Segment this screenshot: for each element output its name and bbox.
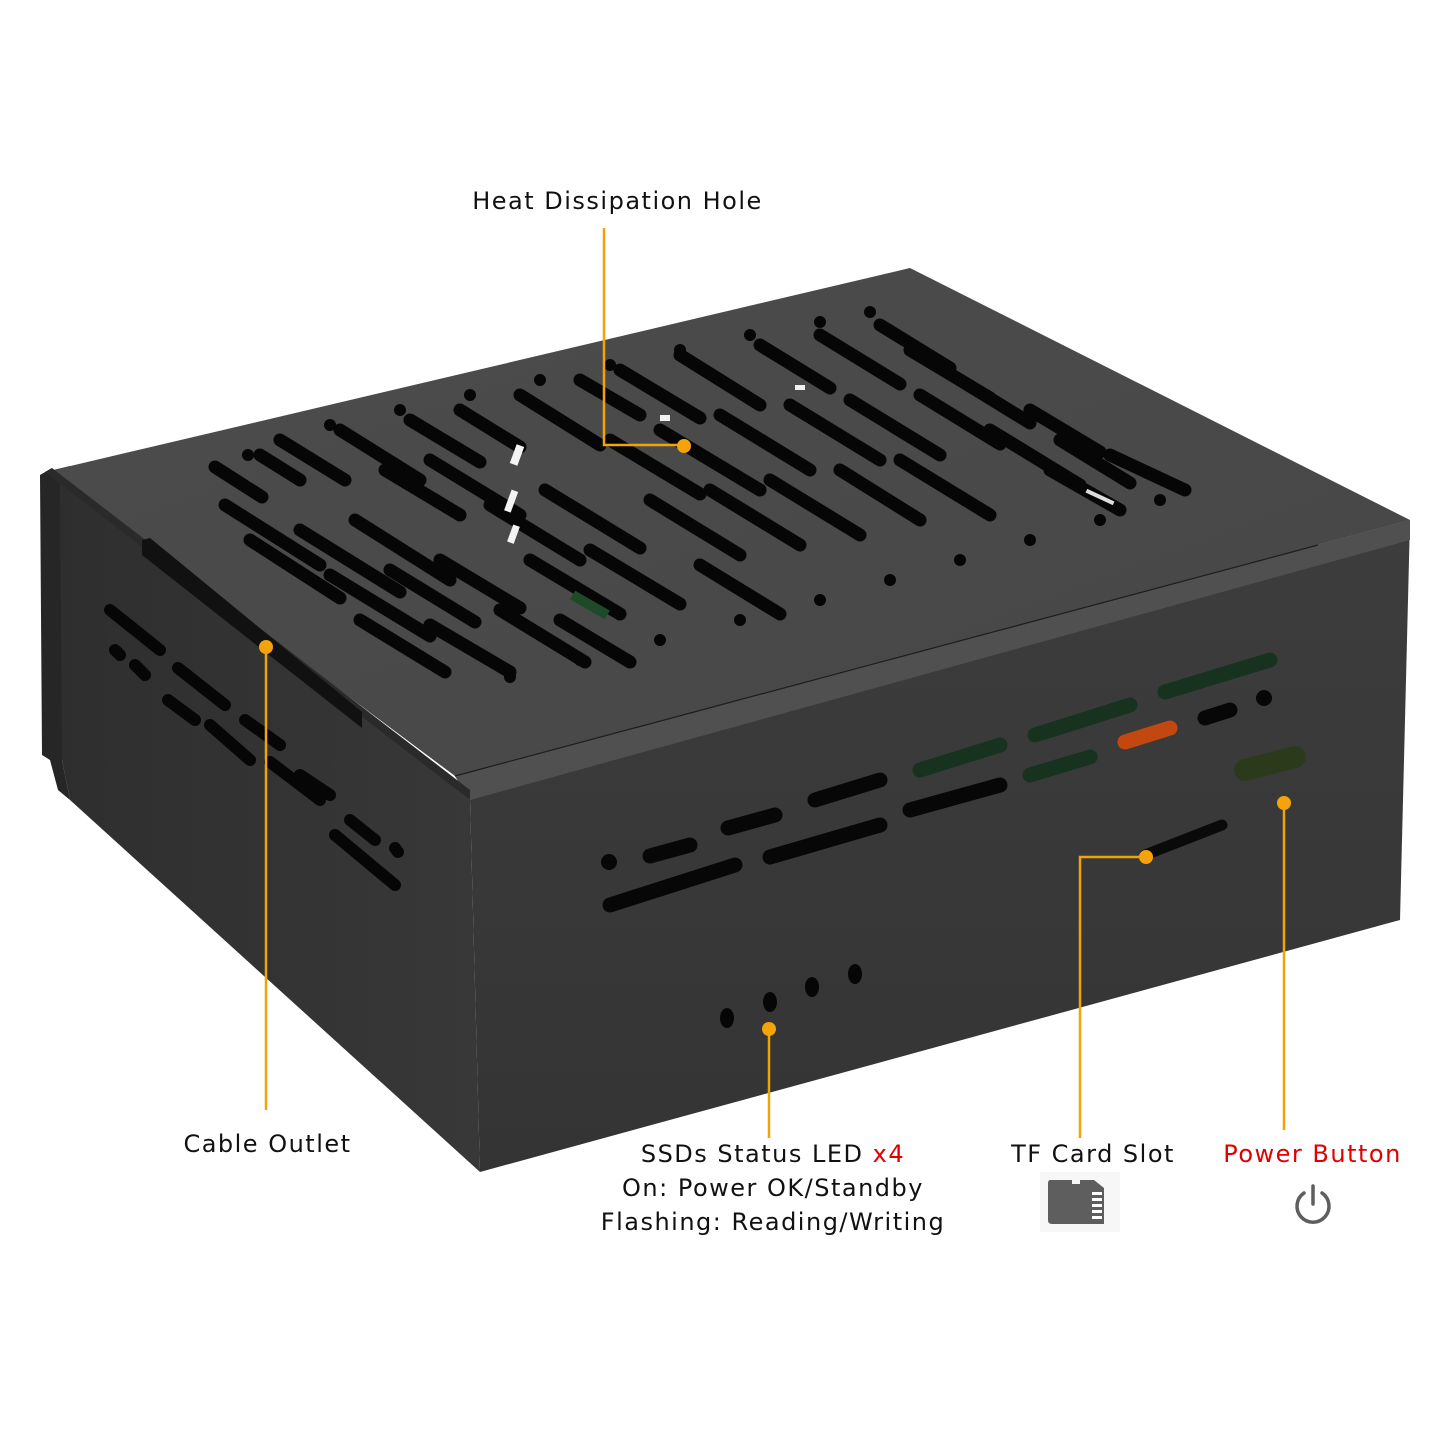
ssd-led-count: x4 [872, 1140, 906, 1168]
power-icon [1295, 1184, 1331, 1224]
heat-callout-line [602, 228, 684, 447]
heat-dissipation-label: Heat Dissipation Hole [472, 187, 763, 215]
front-panel-openings [601, 652, 1306, 1028]
tf-card-slot-label: TF Card Slot [1011, 1140, 1175, 1168]
ssd-led-flashing-state: Flashing: Reading/Writing [600, 1208, 946, 1236]
tf-callout-line [1078, 855, 1145, 1138]
case-lid-edge [455, 520, 1410, 800]
ssd-led-holes [720, 964, 862, 1028]
ssd-led-on-state: On: Power OK/Standby [622, 1174, 924, 1202]
callout-lines [264, 228, 1286, 1138]
side-vents [104, 604, 404, 891]
internal-components-glimpse [504, 385, 1115, 620]
callout-dots [259, 439, 1291, 1036]
cable-outlet-label: Cable Outlet [183, 1130, 352, 1158]
ssd-status-led-label: SSDs Status LED x4 On: Power OK/Standby … [588, 1137, 958, 1239]
micro-sd-card-icon [1040, 1172, 1120, 1232]
power-button-label: Power Button [1223, 1140, 1402, 1168]
tf-card-slot [1139, 819, 1228, 861]
case-top-lid [45, 268, 1410, 776]
heat-dissipation-holes [208, 306, 1192, 683]
ssd-led-title: SSDs Status LED x4 [640, 1140, 906, 1168]
cable-outlet-slot [142, 538, 362, 728]
case-end-plate [40, 468, 70, 800]
